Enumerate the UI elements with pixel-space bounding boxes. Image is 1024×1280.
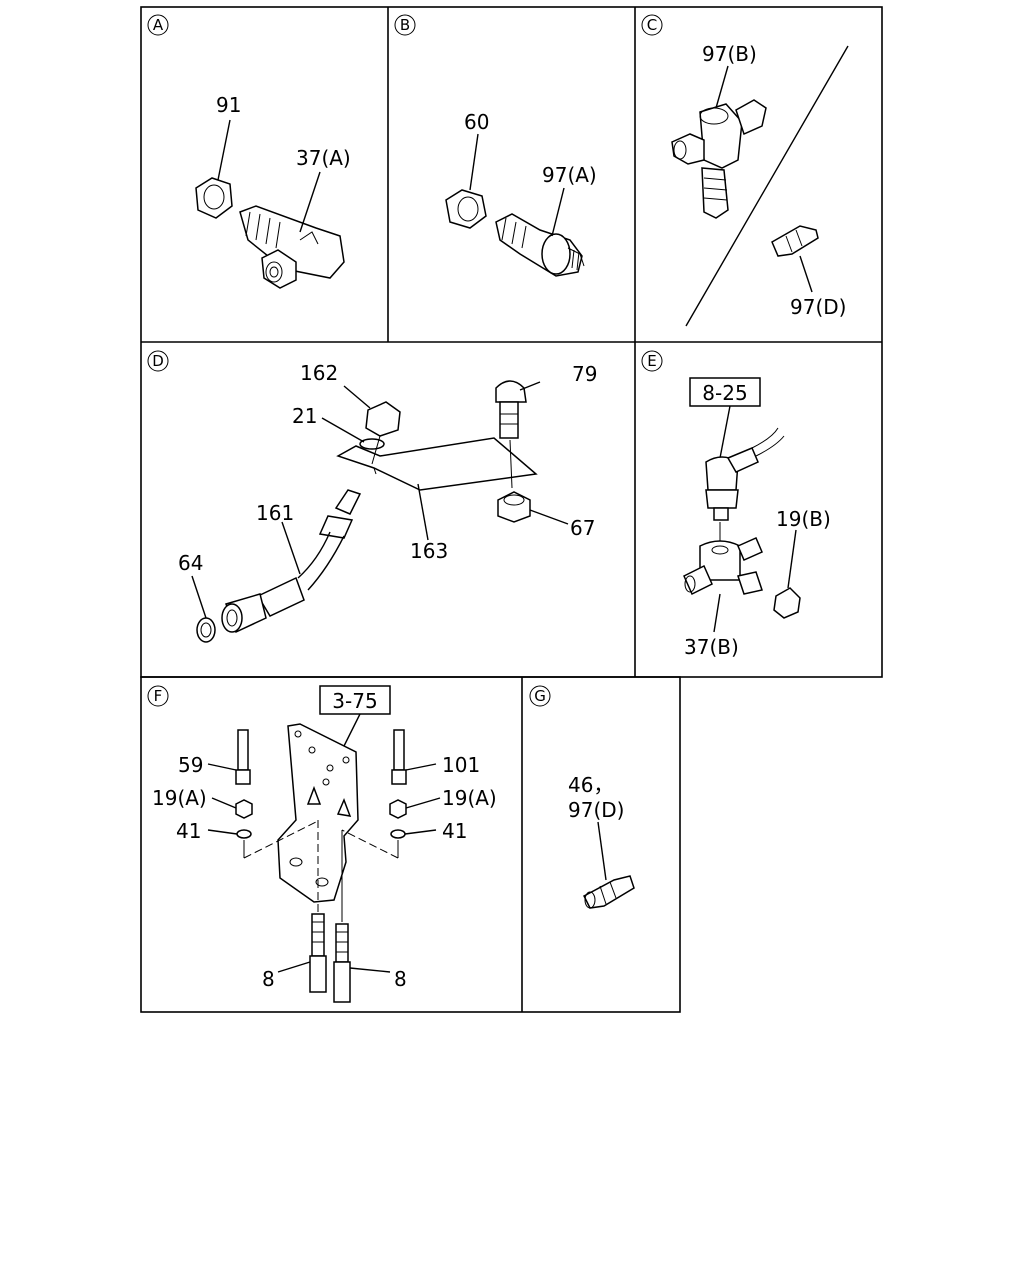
part-label: 19(A) [152,786,207,810]
panel-marker-f: F [147,685,169,707]
part-label: 162 [300,361,338,385]
hose-161-part [221,489,362,634]
part-label: E [647,352,656,370]
part-label: 37(B) [684,635,739,659]
panel-frames [140,6,883,1013]
spacer-67-part [497,491,531,523]
nut-19a-right-part [389,799,407,819]
fitting-97d-part-g [583,875,635,909]
nut-162-part [365,401,401,437]
washer-41-right-part [390,829,406,839]
part-label: 161 [256,501,294,525]
part-label: 21 [292,404,317,428]
panel-marker-d: D [147,350,169,372]
panel-b-drawing: 60 97(A) [445,110,597,277]
part-label: C [647,16,657,34]
panel-marker-g: G [529,685,551,707]
washer-64-part [196,617,216,643]
part-label: F [154,687,163,705]
part-label: 8 [394,967,407,991]
bracket-163-part [336,437,538,491]
nut-91-part [195,177,233,219]
nut-19a-left-part [235,799,253,819]
bolt-8-right-part [333,923,351,1003]
bolt-8-left-part [309,913,327,993]
part-label: 101 [442,753,480,777]
panel-f-drawing: 3-75 [152,685,497,1003]
panel-g-drawing: 46， 97(D) [568,773,635,909]
part-label: 79 [572,362,597,386]
part-label: 97(D) [568,798,624,822]
part-label: D [152,352,164,370]
part-label: 67 [570,516,595,540]
panel-c-drawing: 97(B) 97(D) [671,42,849,327]
mounting-bracket-part [277,723,359,903]
part-label: 37(A) [296,146,351,170]
panel-d-drawing: 162 79 21 161 163 67 64 [178,361,597,643]
tee-37b-part [683,537,763,596]
stud-101-part [391,729,407,785]
panel-e-drawing: 8-25 19(B) 37(B) [683,377,831,659]
fitting-97d-part-c [771,225,819,257]
washer-41-left-part [236,829,252,839]
part-label: G [534,687,546,705]
part-label: 46， [568,773,613,797]
nut-19b-part [773,587,801,619]
part-label: 19(A) [442,786,497,810]
part-label: 41 [442,819,467,843]
part-label: 41 [176,819,201,843]
part-label: 97(B) [702,42,757,66]
sensor-part [705,427,785,521]
panel-marker-c: C [641,14,663,36]
part-label: 97(A) [542,163,597,187]
panel-marker-e: E [641,350,663,372]
bolt-79-part [495,380,527,439]
part-label: 60 [464,110,489,134]
washer-21-part [359,438,385,450]
part-label: 64 [178,551,203,575]
nut-60-part [445,189,487,229]
part-label: 3-75 [332,689,377,713]
part-label: 91 [216,93,241,117]
ref-box-3-75: 3-75 [319,685,391,715]
panel-marker-a: A [147,14,169,36]
stud-59-part [235,729,251,785]
part-label: 19(B) [776,507,831,531]
tee-97b-part [671,99,767,219]
union-37a-part [239,205,345,289]
part-label: B [400,16,410,34]
part-label: 8-25 [702,381,747,405]
part-label: 8 [262,967,275,991]
ref-box-8-25: 8-25 [689,377,761,407]
part-label: A [153,16,164,34]
panel-a-drawing: 91 37(A) [195,93,351,289]
part-label: 163 [410,539,448,563]
part-label: 59 [178,753,203,777]
connector-97a-part [495,213,585,277]
part-label: 97(D) [790,295,846,319]
panel-marker-b: B [394,14,416,36]
